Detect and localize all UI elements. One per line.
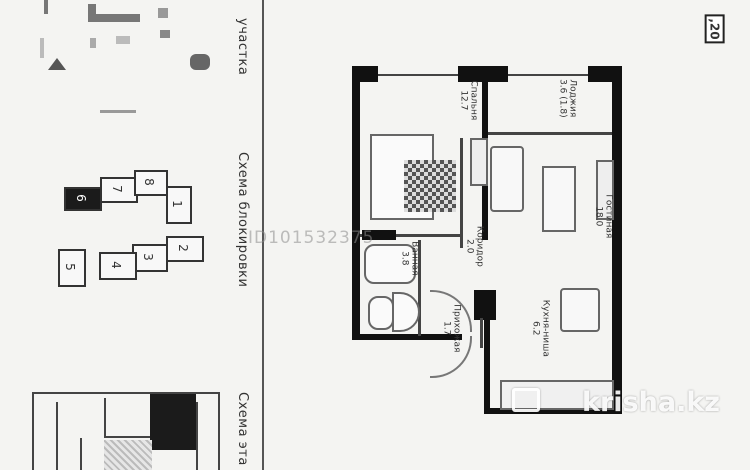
block-1: 1: [166, 186, 192, 224]
map-road: [44, 0, 48, 14]
block-5: 5: [58, 249, 86, 287]
block-8: 8: [134, 170, 168, 196]
sofa: [490, 146, 524, 212]
map-building: [88, 14, 140, 22]
toilet: [368, 296, 394, 330]
loggia-window: [508, 74, 588, 76]
block-scheme-title: Схема блокировки: [235, 152, 250, 288]
highlighted-apartment: [150, 394, 196, 450]
page-number: ,20: [704, 14, 725, 44]
map-building: [90, 38, 96, 48]
map-building: [158, 8, 168, 18]
floor-scheme-title: Схема эта: [235, 392, 250, 466]
block-2: 2: [166, 236, 204, 262]
map-road: [100, 110, 136, 113]
kitchen-counter: [500, 380, 614, 410]
panel-divider: [262, 0, 264, 470]
shower: [392, 292, 420, 332]
map-building: [88, 4, 96, 20]
wardrobe: [470, 138, 488, 186]
site-plan-title: участка: [235, 18, 250, 76]
stair-hatch: [104, 440, 152, 470]
map-building: [116, 36, 130, 44]
dining-table: [560, 288, 600, 332]
block-3: 3: [132, 244, 168, 272]
rug: [404, 160, 456, 212]
north-arrow-icon: [48, 58, 66, 70]
krisha-logo-icon: [512, 388, 540, 412]
tv-stand: [596, 160, 614, 220]
map-building: [160, 30, 170, 38]
block-7: 7: [100, 177, 138, 203]
listing-id-watermark: ID101532375: [248, 228, 375, 248]
coffee-table: [542, 166, 576, 232]
block-6: 6: [64, 187, 102, 211]
brand-watermark: krisha.kz: [582, 387, 720, 418]
map-landmark-icon: [190, 54, 210, 70]
map-road: [40, 38, 44, 58]
block-4: 4: [99, 252, 137, 280]
bathtub: [364, 244, 416, 284]
bedroom-window: [378, 74, 458, 76]
